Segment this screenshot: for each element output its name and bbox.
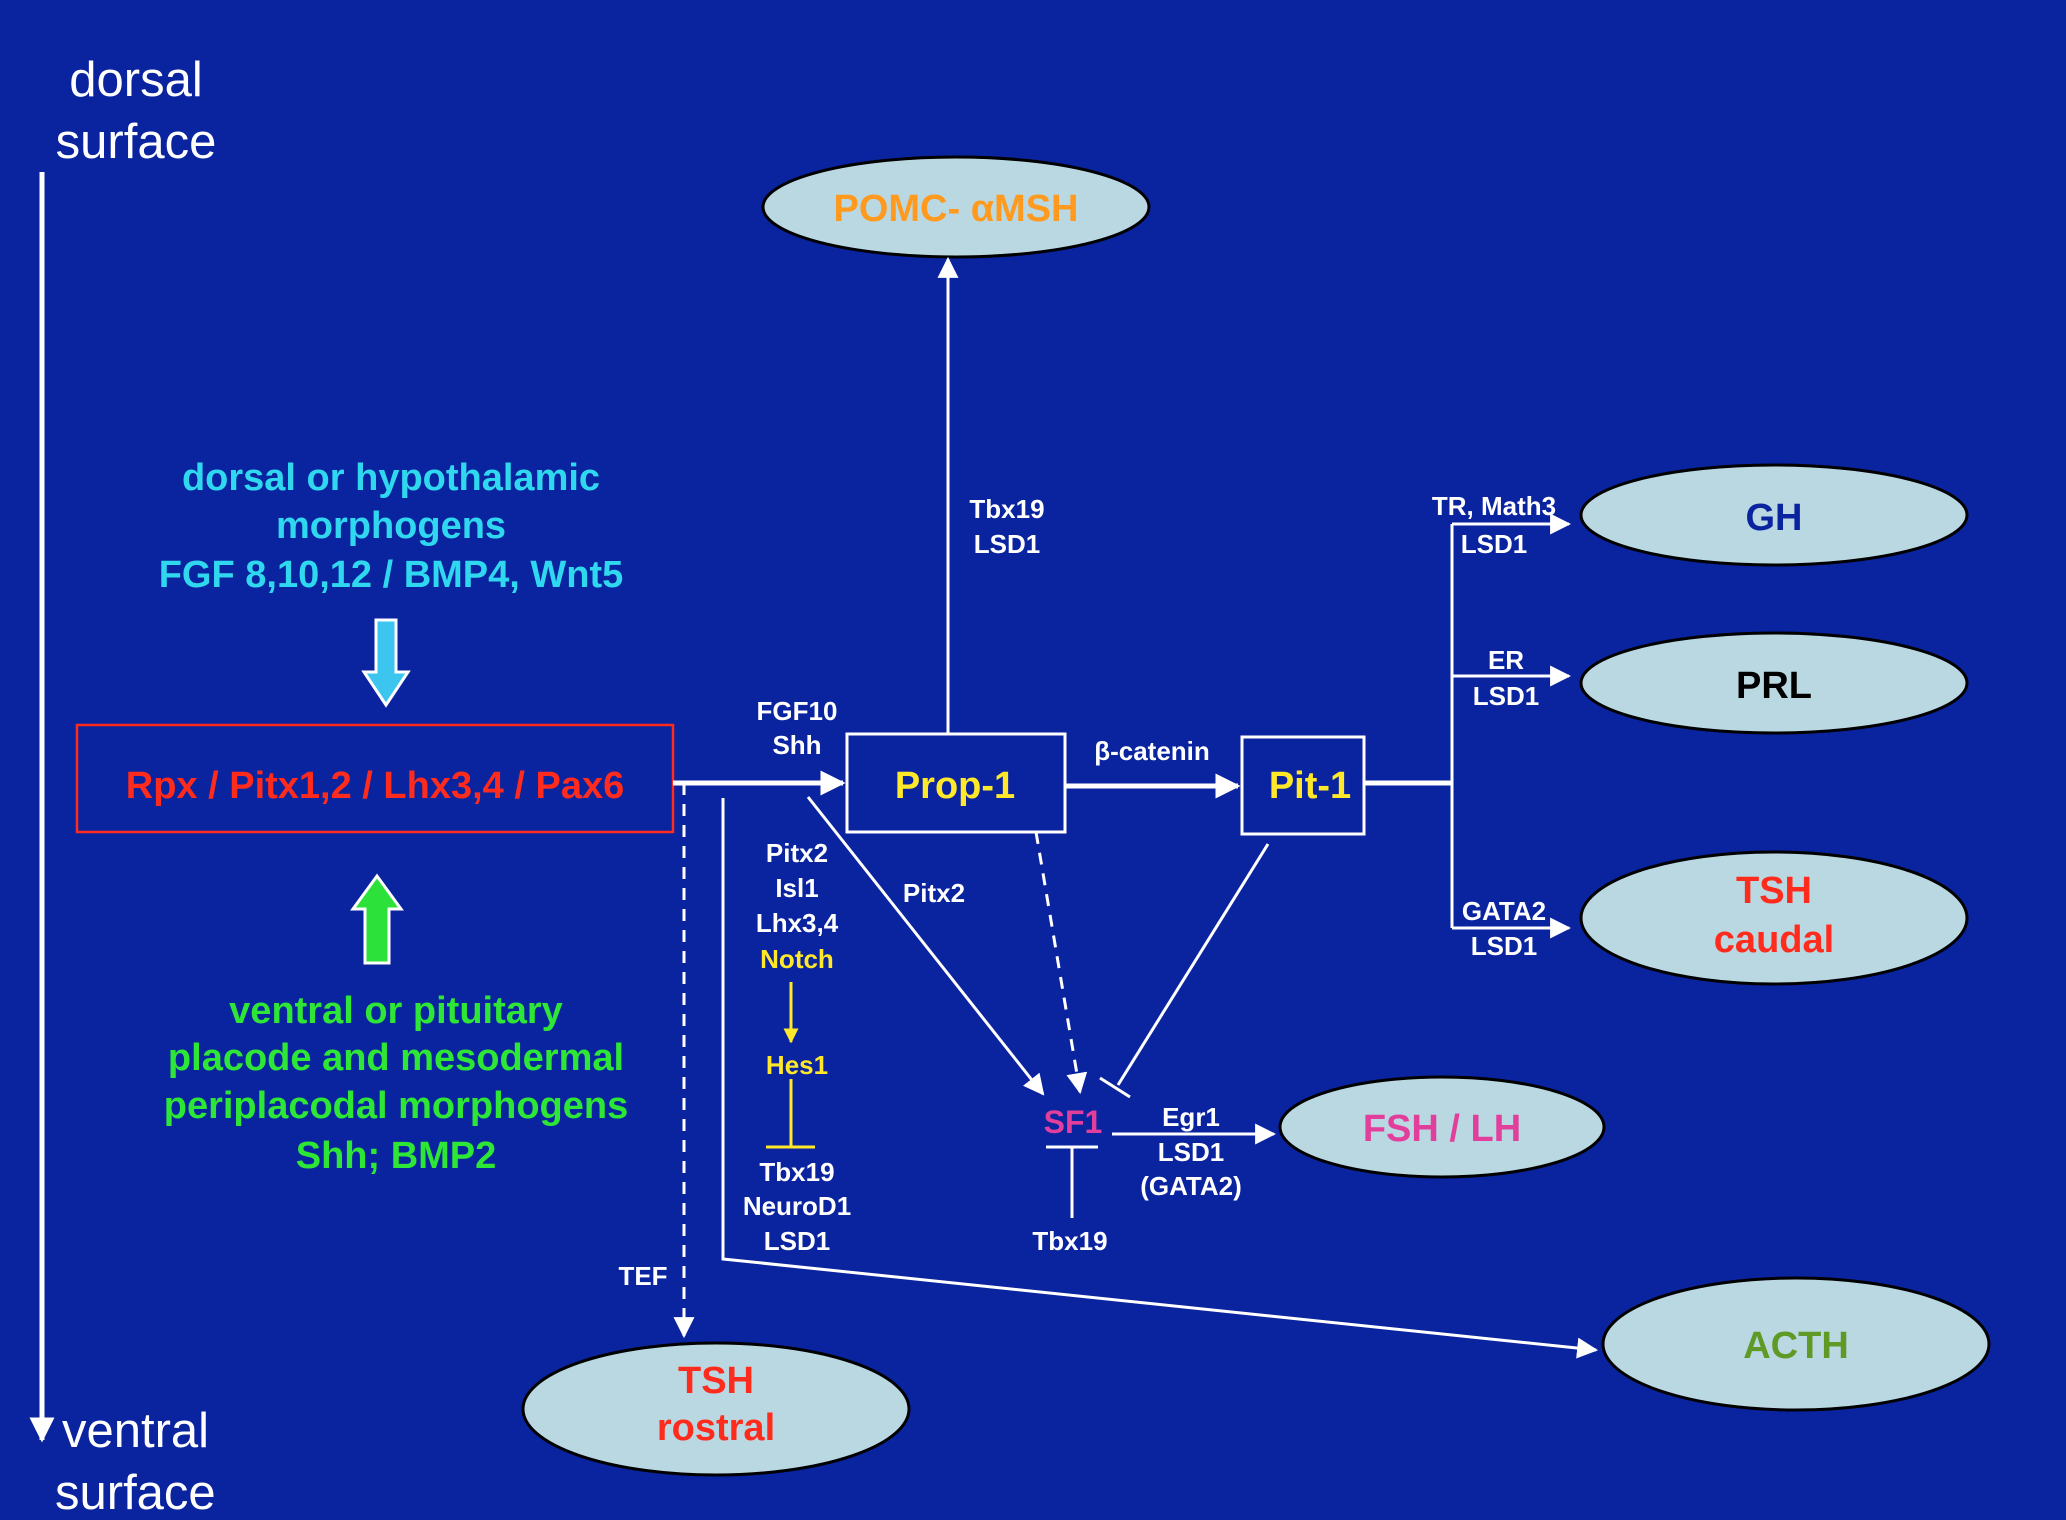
pathway-labels: FGF10 Shh Tbx19 LSD1 β-catenin TR, Math3… (618, 491, 1556, 1291)
label-lsd1-prl: LSD1 (1473, 681, 1539, 711)
axis-top-line-2: surface (56, 115, 217, 169)
ventral-morphogens: ventral or pituitary placode and mesoder… (164, 873, 629, 1177)
label-egr1: Egr1 (1162, 1102, 1220, 1132)
oval-fsh-lh-label: FSH / LH (1363, 1108, 1521, 1150)
label-tef: TEF (618, 1261, 667, 1291)
label-shh: Shh (772, 730, 821, 760)
label-fgf10: FGF10 (757, 696, 838, 726)
oval-fsh-lh: FSH / LH (1278, 1075, 1606, 1179)
oval-gh-label: GH (1746, 497, 1803, 539)
axis-bottom-line-2: surface (55, 1466, 216, 1520)
prop1-box-border (845, 732, 1067, 834)
axis-bottom-line-1: ventral (62, 1404, 209, 1458)
label-er: ER (1488, 645, 1524, 675)
oval-tsh-caudal: TSH caudal (1579, 850, 1969, 986)
label-lsd1-top: LSD1 (974, 529, 1040, 559)
oval-tsh-caudal-shape (1579, 850, 1969, 986)
rpx-box-border (75, 723, 675, 834)
label-lsd1-egr1: LSD1 (1158, 1137, 1224, 1167)
dorsal-morphogens-line-2: morphogens (276, 505, 506, 547)
oval-acth-label: ACTH (1743, 1325, 1849, 1367)
label-pitx2-stack-1: Pitx2 (766, 838, 828, 868)
rpx-box: Rpx / Pitx1,2 / Lhx3,4 / Pax6 (75, 723, 675, 834)
axis-top-line-1: dorsal (69, 53, 202, 107)
prop1-box: Prop-1 (845, 732, 1067, 834)
oval-tsh-rostral-line-1: TSH (678, 1360, 754, 1402)
oval-pomc: POMC- αMSH (761, 155, 1151, 259)
ventral-morphogens-line-3: periplacodal morphogens (164, 1085, 629, 1127)
label-pitx2-stack-3: Lhx3,4 (756, 908, 839, 938)
oval-gh: GH (1579, 463, 1969, 567)
label-tbx19-stack-1: Tbx19 (759, 1157, 834, 1187)
oval-fsh-lh-shape (1278, 1075, 1606, 1179)
oval-acth: ACTH (1601, 1276, 1991, 1412)
prop1-box-label: Prop-1 (895, 765, 1015, 807)
arrow-to-acth (721, 798, 1599, 1359)
dashed-arrow-prop1-to-sf1 (1034, 831, 1088, 1095)
inhibit-bar-pit1 (1099, 1076, 1131, 1099)
label-tbx19-stack-3: LSD1 (764, 1226, 830, 1256)
dorsal-ventral-axis: dorsal surface ventral surface (29, 53, 217, 1520)
ventral-morphogens-line-4: Shh; BMP2 (296, 1135, 497, 1177)
oval-tsh-rostral-shape (521, 1341, 911, 1477)
oval-gh-shape (1579, 463, 1969, 567)
oval-tsh-rostral: TSH rostral (521, 1341, 911, 1477)
pit1-box-label: Pit-1 (1269, 765, 1351, 807)
label-tbx19-stack-2: NeuroD1 (743, 1191, 851, 1221)
ventral-morphogens-line-1: ventral or pituitary (229, 990, 563, 1032)
label-tbx19-top: Tbx19 (969, 494, 1044, 524)
label-pitx2-stack-2: Isl1 (775, 873, 818, 903)
pit1-box: Pit-1 (1240, 735, 1366, 836)
oval-tsh-caudal-line-1: TSH (1736, 870, 1812, 912)
label-gata2: GATA2 (1462, 896, 1546, 926)
up-arrow-shape (350, 873, 404, 965)
oval-prl-label: PRL (1736, 665, 1812, 707)
label-sf1: SF1 (1044, 1104, 1103, 1140)
arrow-pitx2-to-sf1 (806, 796, 1045, 1096)
oval-tsh-caudal-line-2: caudal (1714, 919, 1834, 961)
label-tbx19-bottom: Tbx19 (1032, 1226, 1107, 1256)
oval-prl-shape (1579, 631, 1969, 735)
label-lsd1-tsh: LSD1 (1471, 931, 1537, 961)
label-lsd1-gh: LSD1 (1461, 529, 1527, 559)
rpx-box-label: Rpx / Pitx1,2 / Lhx3,4 / Pax6 (126, 765, 624, 807)
connectors (673, 256, 1599, 1359)
label-beta-catenin: β-catenin (1094, 736, 1210, 766)
dorsal-morphogens: dorsal or hypothalamic morphogens FGF 8,… (159, 457, 624, 708)
down-arrow-icon (361, 618, 411, 708)
dorsal-morphogens-line-3: FGF 8,10,12 / BMP4, Wnt5 (159, 554, 624, 596)
inhibit-line-pit1-to-sf1 (1116, 843, 1270, 1086)
oval-prl: PRL (1579, 631, 1969, 735)
ventral-morphogens-line-2: placode and mesodermal (168, 1037, 624, 1079)
oval-tsh-rostral-line-2: rostral (657, 1407, 775, 1449)
oval-acth-shape (1601, 1276, 1991, 1412)
dorsal-morphogens-line-1: dorsal or hypothalamic (182, 457, 600, 499)
oval-pomc-label: POMC- αMSH (833, 188, 1078, 230)
label-tr-math3: TR, Math3 (1432, 491, 1556, 521)
label-hes1: Hes1 (766, 1050, 828, 1080)
label-gata2-paren: (GATA2) (1140, 1171, 1242, 1201)
label-notch: Notch (760, 944, 834, 974)
label-pitx2: Pitx2 (903, 878, 965, 908)
